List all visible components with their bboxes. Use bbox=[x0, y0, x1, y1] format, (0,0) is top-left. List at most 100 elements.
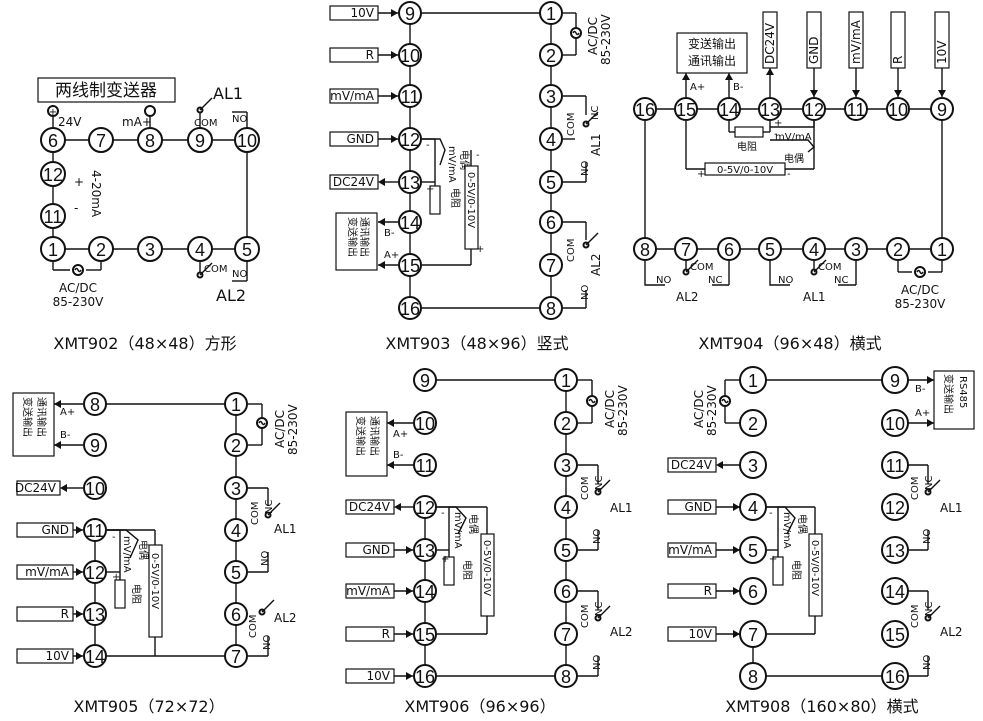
diagram-caption: XMT905（72×72） bbox=[73, 697, 224, 716]
terminal-number: 15 bbox=[676, 100, 696, 120]
terminal-11 bbox=[398, 84, 422, 108]
wire bbox=[766, 506, 796, 535]
terminal-3 bbox=[844, 237, 868, 261]
terminal-number: 15 bbox=[400, 256, 420, 276]
label-a: A+ bbox=[384, 250, 399, 261]
label-resistor: 电阻 bbox=[790, 560, 803, 580]
terminal-2 bbox=[886, 237, 910, 261]
label-comm-out: 通讯输出 bbox=[368, 416, 381, 456]
input-signal-label: R bbox=[366, 48, 374, 62]
ac-wave-icon bbox=[721, 398, 729, 404]
label-range: 4-20mA bbox=[89, 170, 103, 218]
terminal-number: 6 bbox=[748, 582, 758, 602]
terminal-number: 14 bbox=[415, 582, 435, 602]
terminal-4 bbox=[539, 127, 563, 151]
wire bbox=[597, 479, 611, 493]
label-com: COM bbox=[194, 118, 217, 129]
input-signal-label: DC24V bbox=[349, 500, 391, 514]
label-com: COM bbox=[566, 239, 577, 262]
label-trans-out: 变送输出 bbox=[354, 416, 367, 456]
terminal-number: 1 bbox=[748, 371, 758, 391]
terminal-6 bbox=[224, 602, 248, 626]
terminal-12 bbox=[398, 127, 422, 151]
terminal-3 bbox=[539, 84, 563, 108]
label-mva: mV/mA bbox=[452, 512, 463, 549]
wire bbox=[585, 232, 599, 246]
label-thermo: 电偶 bbox=[467, 514, 480, 534]
terminal-number: 1 bbox=[48, 240, 58, 260]
terminal-8 bbox=[83, 392, 107, 416]
terminal-2 bbox=[539, 43, 563, 67]
minus-icon bbox=[144, 105, 156, 117]
label-24v: 24V bbox=[58, 115, 82, 129]
wire bbox=[644, 261, 665, 286]
terminal-number: 10 bbox=[888, 100, 908, 120]
terminal-8 bbox=[554, 664, 578, 688]
ac-wave-icon bbox=[258, 420, 266, 426]
label-vrange: 0-5V/0-10V bbox=[481, 540, 492, 596]
label-thermo: 电偶 bbox=[137, 540, 150, 560]
wire bbox=[261, 599, 275, 613]
terminal-number: 14 bbox=[400, 213, 420, 233]
terminal-number: 6 bbox=[546, 213, 556, 233]
plus-sign: + bbox=[476, 244, 484, 255]
input-signal-label: 10V bbox=[367, 669, 391, 683]
label-a: A+ bbox=[60, 407, 75, 418]
input-signal-label: mV/mA bbox=[849, 19, 863, 64]
transmitter-box bbox=[37, 77, 176, 103]
terminal-number: 6 bbox=[561, 582, 571, 602]
input-signal-label: mV/mA bbox=[25, 565, 70, 579]
terminal-number: 12 bbox=[415, 498, 435, 518]
label-al1: AL1 bbox=[589, 133, 603, 156]
terminal-number: 12 bbox=[85, 563, 105, 583]
minus-sign: - bbox=[112, 532, 116, 543]
label-mva: mV/mA bbox=[775, 132, 812, 143]
terminal-11 bbox=[413, 453, 437, 477]
terminal-14 bbox=[717, 97, 741, 121]
label-mva: mV/mA bbox=[121, 536, 132, 573]
output-module-box bbox=[676, 32, 748, 74]
label-comm-out: 通讯输出 bbox=[358, 217, 371, 257]
label-com: COM bbox=[580, 605, 591, 628]
terminal-13 bbox=[398, 170, 422, 194]
terminal-13 bbox=[413, 538, 437, 562]
label-al2: AL2 bbox=[676, 290, 699, 304]
terminal-number: 9 bbox=[90, 436, 100, 456]
ac-wave-icon bbox=[588, 398, 596, 404]
terminal-number: 1 bbox=[937, 240, 947, 260]
terminal-15 bbox=[413, 622, 437, 646]
terminal-14 bbox=[83, 644, 107, 668]
arrow-icon bbox=[894, 90, 902, 97]
terminal-14 bbox=[413, 579, 437, 603]
label-acdc: AC/DC bbox=[59, 281, 97, 295]
label-com: COM bbox=[566, 113, 577, 136]
terminal-number: 8 bbox=[546, 299, 556, 319]
terminal-number: 7 bbox=[748, 625, 758, 645]
label-no: NO bbox=[922, 655, 933, 670]
terminal-13 bbox=[83, 602, 107, 626]
label-nc: NC bbox=[594, 602, 605, 616]
input-signal-label: 10V bbox=[46, 649, 70, 663]
arrow-icon bbox=[54, 400, 61, 408]
plus-sign: + bbox=[769, 554, 777, 565]
diagram-caption: XMT908（160×80）横式 bbox=[725, 697, 918, 716]
label-thermo: 电偶 bbox=[784, 152, 804, 165]
arrow-icon bbox=[766, 68, 774, 75]
input-signal-label: 10V bbox=[689, 627, 713, 641]
label-acdc: AC/DC bbox=[692, 390, 706, 428]
terminal-number: 5 bbox=[561, 541, 571, 561]
label-acdc: AC/DC bbox=[273, 410, 287, 448]
terminal-number: 10 bbox=[885, 414, 905, 434]
label-acdc: AC/DC bbox=[603, 390, 617, 428]
terminal-number: 11 bbox=[416, 456, 435, 476]
input-signal-label: 10V bbox=[351, 6, 375, 20]
label-no: NO bbox=[260, 551, 271, 566]
wire bbox=[927, 605, 941, 619]
terminal-10 bbox=[398, 43, 422, 67]
terminal-4 bbox=[224, 518, 248, 542]
terminal-number: 5 bbox=[242, 240, 252, 260]
terminal-12 bbox=[40, 161, 66, 187]
input-signal-label: R bbox=[61, 607, 69, 621]
terminal-number: 6 bbox=[724, 240, 734, 260]
